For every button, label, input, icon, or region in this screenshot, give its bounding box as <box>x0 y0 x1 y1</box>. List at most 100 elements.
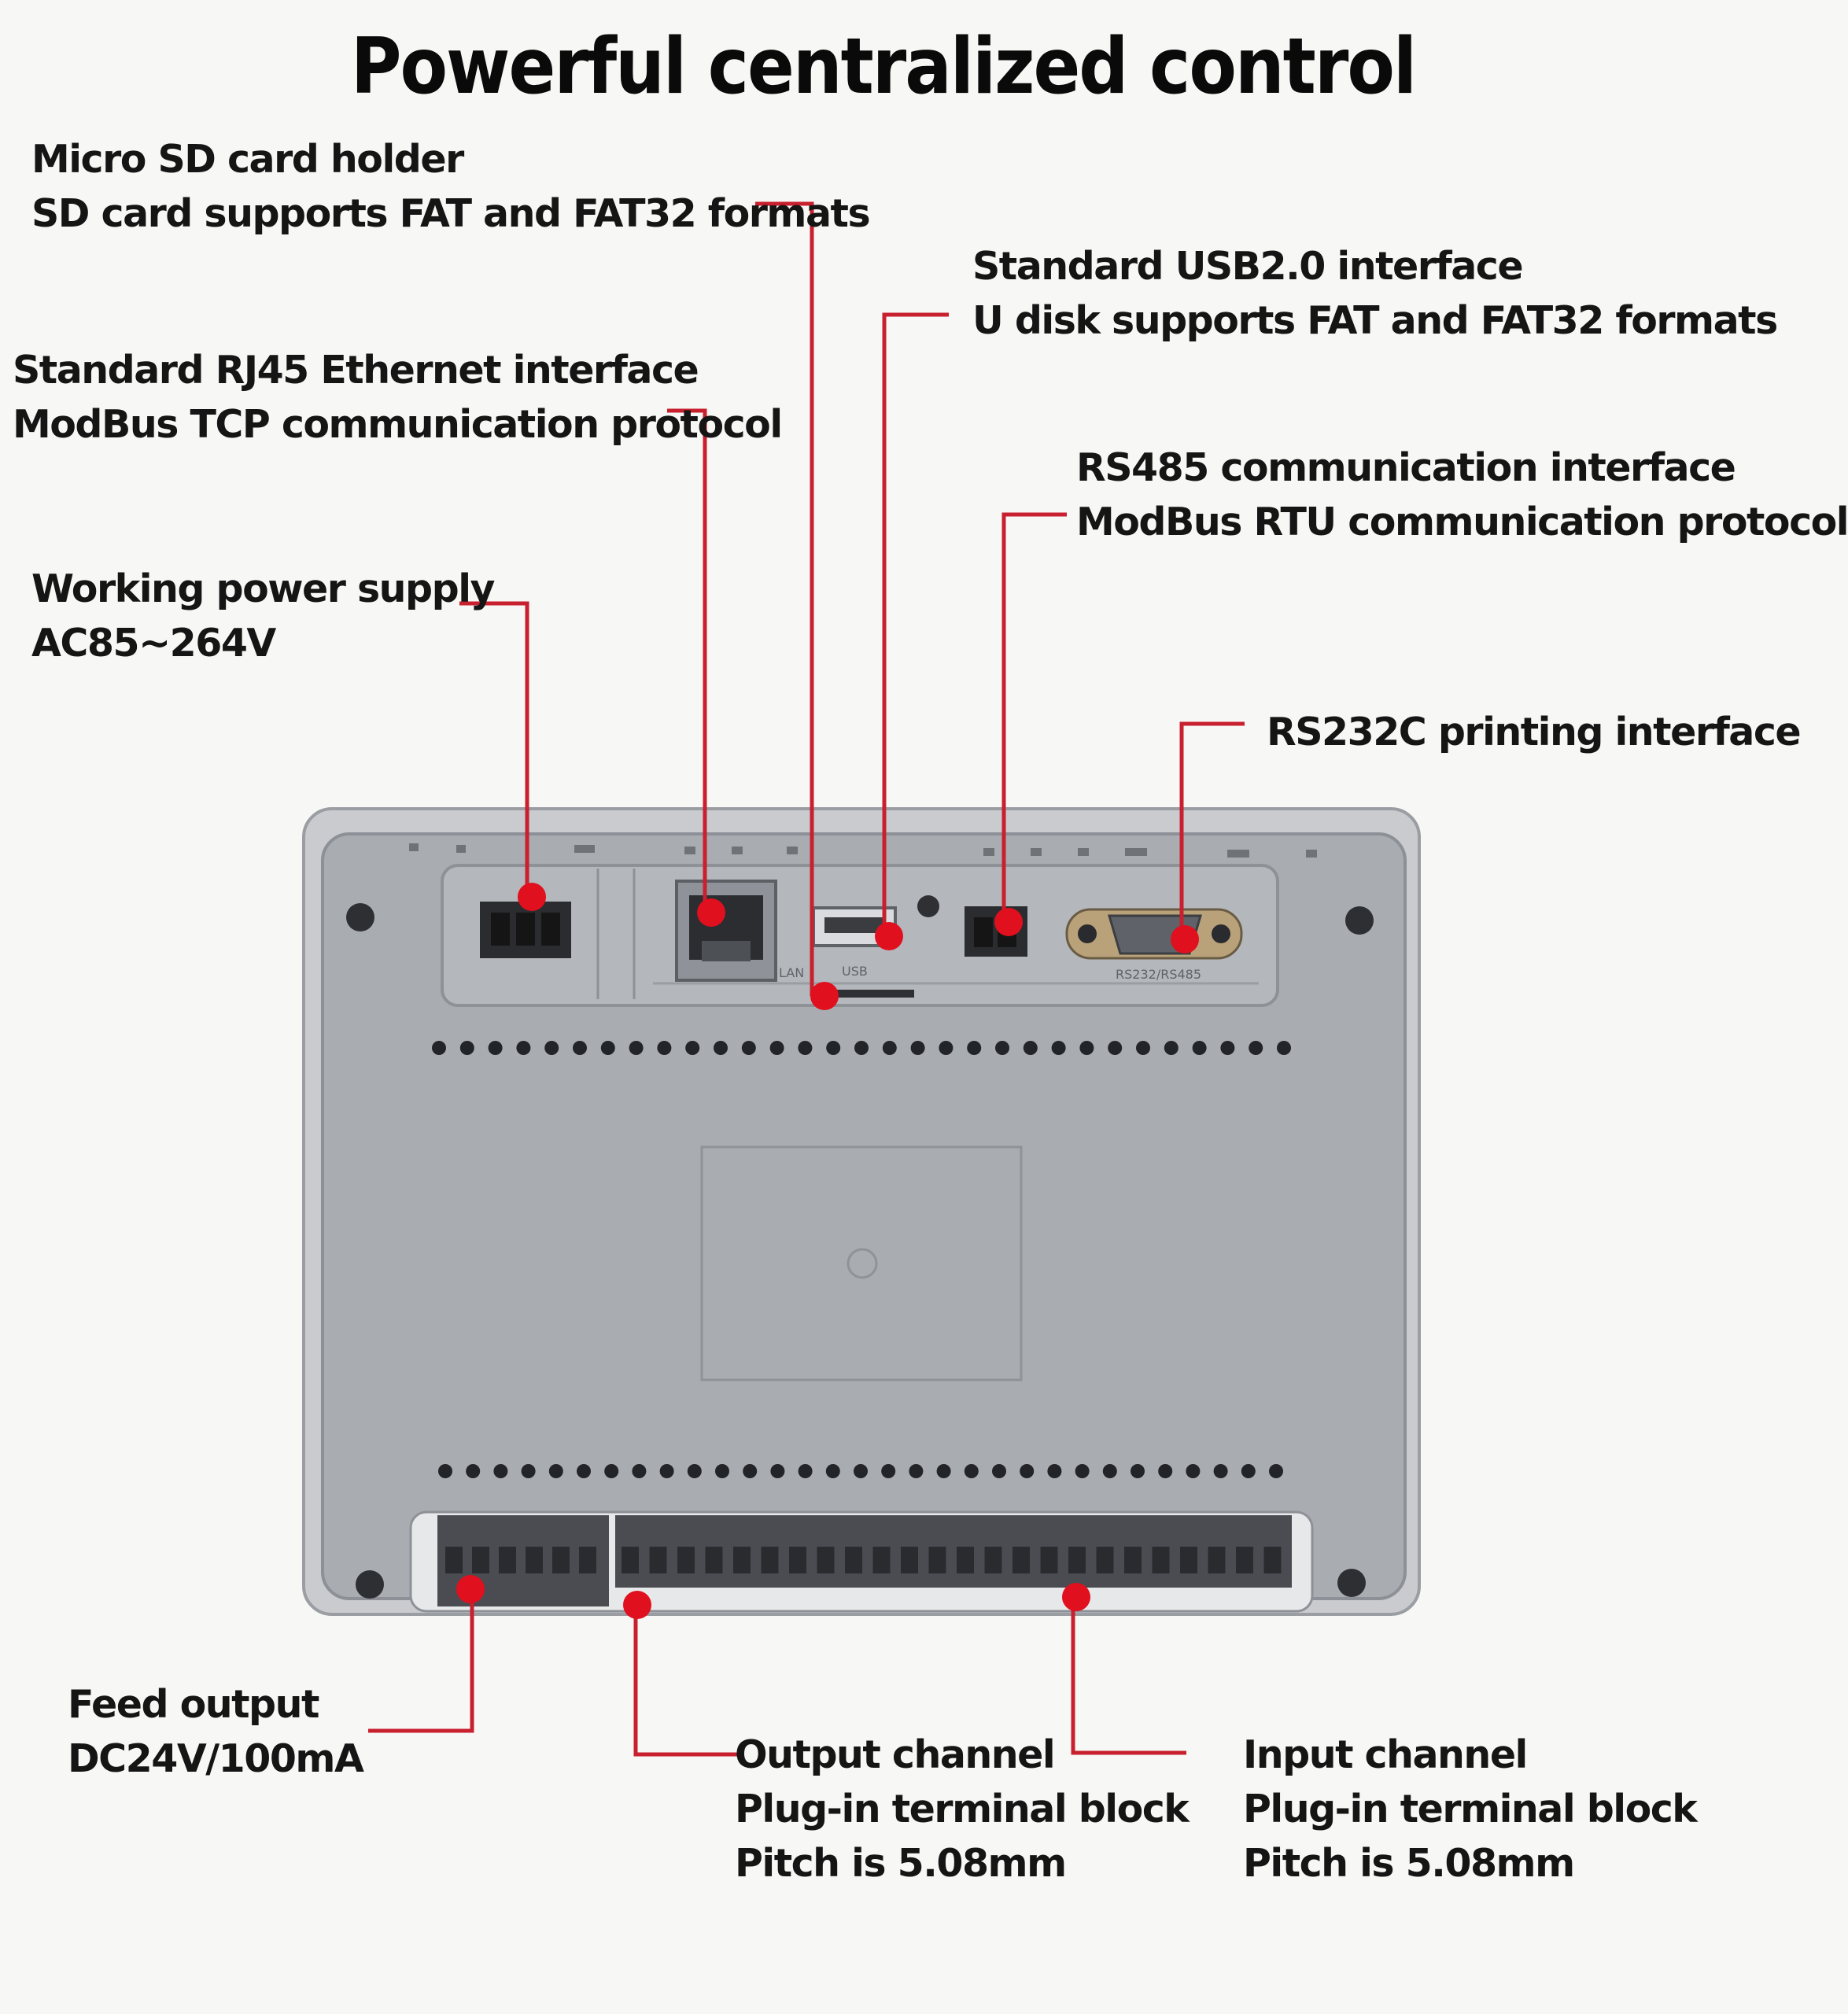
vent-hole <box>741 1041 756 1055</box>
terminal-slot <box>1040 1547 1058 1573</box>
leader-line-usb <box>882 312 949 936</box>
vent-hole <box>438 1464 452 1478</box>
vent-hole <box>1047 1464 1062 1478</box>
callout-output-line1: Output channel <box>735 1732 1056 1777</box>
vent-hole <box>1241 1464 1256 1478</box>
vent-hole <box>573 1041 587 1055</box>
callout-output: Output channel Plug-in terminal block Pi… <box>735 1728 1190 1890</box>
vent-hole <box>936 1464 951 1478</box>
terminal-slot <box>705 1547 723 1573</box>
terminal-slot <box>872 1547 891 1573</box>
terminal-slot <box>928 1547 946 1573</box>
callout-rj45-line2: ModBus TCP communication protocol <box>13 402 783 447</box>
vent-hole <box>1164 1041 1179 1055</box>
callout-rs232: RS232C printing interface <box>1267 705 1802 759</box>
vent-hole <box>1213 1464 1228 1478</box>
screw-hole <box>356 1570 384 1599</box>
callout-rs485: RS485 communication interface ModBus RTU… <box>1076 441 1848 549</box>
rj45-port: LAN <box>675 880 804 982</box>
terminal-slot <box>472 1547 489 1573</box>
vent-hole <box>881 1464 896 1478</box>
port-label-usb: USB <box>842 964 868 979</box>
terminal-slot <box>845 1547 862 1573</box>
terminal-slot <box>1068 1547 1086 1573</box>
marker-feed <box>456 1575 485 1603</box>
leader-line-rs232 <box>1179 721 1245 939</box>
marker-input <box>1062 1583 1090 1611</box>
vent-hole <box>882 1041 897 1055</box>
vent-hole <box>493 1464 508 1478</box>
vent-hole <box>600 1041 615 1055</box>
leader-line-output <box>633 1605 740 1757</box>
marker-sd <box>810 982 839 1010</box>
vent-hole <box>432 1041 446 1055</box>
terminal-slot <box>677 1547 695 1573</box>
terminal-slot <box>817 1547 835 1573</box>
top-edge-slots <box>409 843 1317 858</box>
terminal-slot <box>1124 1547 1142 1573</box>
callout-feed-line1: Feed output <box>68 1682 319 1727</box>
callout-power-line2: AC85~264V <box>31 621 276 666</box>
terminal-slot <box>1208 1547 1226 1573</box>
vent-hole <box>995 1041 1009 1055</box>
callout-feed: Feed output DC24V/100mA <box>68 1677 364 1786</box>
vent-hole <box>825 1464 840 1478</box>
vent-hole <box>967 1041 982 1055</box>
screw-hole <box>1345 906 1374 935</box>
terminal-slot <box>552 1547 570 1573</box>
screw-hole <box>1337 1569 1366 1597</box>
vent-hole <box>577 1464 591 1478</box>
vent-hole <box>910 1041 925 1055</box>
terminal-slot <box>649 1547 667 1573</box>
vent-hole <box>521 1464 536 1478</box>
vent-hole <box>1269 1464 1283 1478</box>
vent-row-top <box>432 1041 1291 1055</box>
callout-usb: Standard USB2.0 interface U disk support… <box>972 239 1778 348</box>
vent-hole <box>544 1041 559 1055</box>
vent-hole <box>992 1464 1006 1478</box>
callout-rj45-line1: Standard RJ45 Ethernet interface <box>13 348 699 393</box>
feed-terminal-block <box>437 1515 609 1606</box>
terminal-slot <box>1096 1547 1114 1573</box>
vent-hole <box>854 1464 868 1478</box>
callout-output-line3: Pitch is 5.08mm <box>735 1841 1067 1886</box>
terminal-slot <box>733 1547 751 1573</box>
terminal-slot <box>1263 1547 1282 1573</box>
terminal-slot <box>622 1547 639 1573</box>
vent-hole <box>604 1464 619 1478</box>
vent-hole <box>629 1041 644 1055</box>
leader-line-sd <box>755 201 814 996</box>
vent-row-bottom <box>438 1464 1283 1478</box>
vent-hole <box>1051 1041 1066 1055</box>
port-label-lan: LAN <box>779 965 804 980</box>
marker-rj45 <box>697 898 725 927</box>
callout-sd-line2: SD card supports FAT and FAT32 formats <box>31 191 871 236</box>
vent-hole <box>1023 1041 1038 1055</box>
vent-hole <box>1075 1464 1090 1478</box>
callout-power-line1: Working power supply <box>31 566 495 611</box>
terminal-slot <box>957 1547 974 1573</box>
terminal-slot <box>789 1547 806 1573</box>
marker-rs232 <box>1171 925 1199 954</box>
vent-hole <box>659 1464 674 1478</box>
callout-rs232-line1: RS232C printing interface <box>1267 710 1802 754</box>
terminal-slot <box>901 1547 918 1573</box>
callout-feed-line2: DC24V/100mA <box>68 1736 364 1781</box>
callout-output-line2: Plug-in terminal block <box>735 1787 1190 1831</box>
vent-hole <box>964 1464 979 1478</box>
vent-hole <box>466 1464 481 1478</box>
port-label-rs232: RS232/RS485 <box>1116 967 1201 982</box>
vent-hole <box>769 1041 784 1055</box>
vent-hole <box>798 1464 813 1478</box>
terminal-slot <box>1236 1547 1253 1573</box>
callout-rj45: Standard RJ45 Ethernet interface ModBus … <box>13 343 783 452</box>
vent-hole <box>1277 1041 1291 1055</box>
leader-line-feed <box>368 1591 474 1733</box>
vent-hole <box>714 1041 728 1055</box>
marker-dots <box>456 883 1199 1619</box>
callout-usb-line1: Standard USB2.0 interface <box>972 244 1524 289</box>
vent-hole <box>459 1041 474 1055</box>
terminal-slot <box>1180 1547 1197 1573</box>
reset-hole <box>917 895 939 917</box>
callout-sd-line1: Micro SD card holder <box>31 137 464 182</box>
